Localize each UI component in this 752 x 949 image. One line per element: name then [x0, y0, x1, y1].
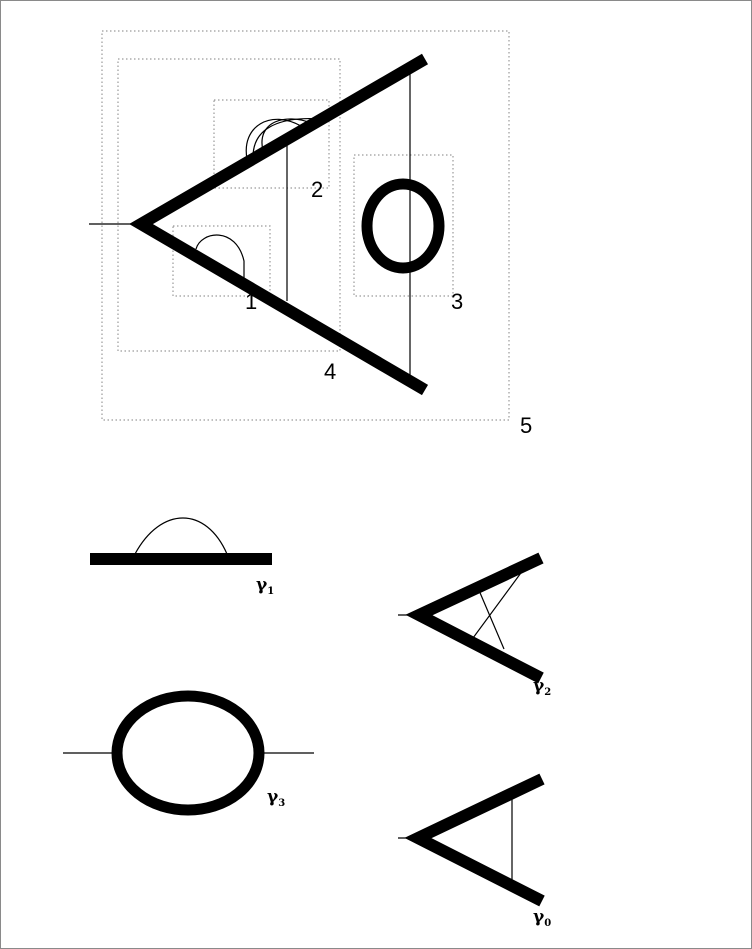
box-4-outline: [117, 58, 341, 352]
gamma1-subscript: 1: [267, 586, 274, 597]
gamma2-subscript: 2: [544, 687, 551, 698]
box-2-outline: [213, 99, 330, 189]
vertex-heavy-lines: [129, 53, 429, 396]
gamma0-label: γ0: [533, 907, 551, 929]
main-diagram: 1 2 3 4 5: [89, 30, 532, 438]
box-label-4: 4: [324, 359, 336, 384]
subdiagram-gamma-2: γ2: [398, 552, 551, 698]
box-label-1: 1: [245, 289, 257, 314]
gamma0-heavy-lines: [404, 773, 545, 907]
gamma3-label: γ3: [267, 787, 285, 809]
gamma2-label: γ2: [533, 676, 551, 698]
gamma3-subscript: 3: [278, 798, 285, 809]
gamma0-subscript: 0: [544, 918, 551, 929]
box-label-2: 2: [311, 177, 323, 202]
gamma0-symbol: γ: [533, 907, 545, 927]
gamma3-loop: [111, 690, 265, 816]
self-energy-arc-2b: [261, 118, 312, 152]
box-5-outline: [101, 30, 510, 421]
box-label-3: 3: [451, 289, 463, 314]
loop-ellipse: [361, 178, 445, 274]
self-energy-arc-2a: [245, 118, 302, 160]
gamma2-crossed-line-b: [472, 565, 527, 639]
subdiagram-gamma-1: γ1: [90, 517, 274, 597]
self-energy-arc-2c: [252, 118, 322, 158]
gamma1-symbol: γ: [256, 575, 268, 595]
gamma2-heavy-lines: [405, 552, 544, 684]
subdiagram-gamma-0: γ0: [398, 773, 551, 929]
gamma2-symbol: γ: [533, 676, 545, 696]
self-energy-arc-1: [195, 234, 245, 286]
gamma2-crossed-line-a: [477, 587, 505, 650]
gamma1-label: γ1: [256, 575, 274, 597]
subdiagram-gamma-3: γ3: [63, 690, 314, 816]
box-label-5: 5: [520, 413, 532, 438]
gamma1-arc: [134, 517, 228, 555]
gamma3-symbol: γ: [267, 787, 279, 807]
box-3-outline: [353, 154, 454, 297]
box-1-outline: [172, 225, 271, 297]
